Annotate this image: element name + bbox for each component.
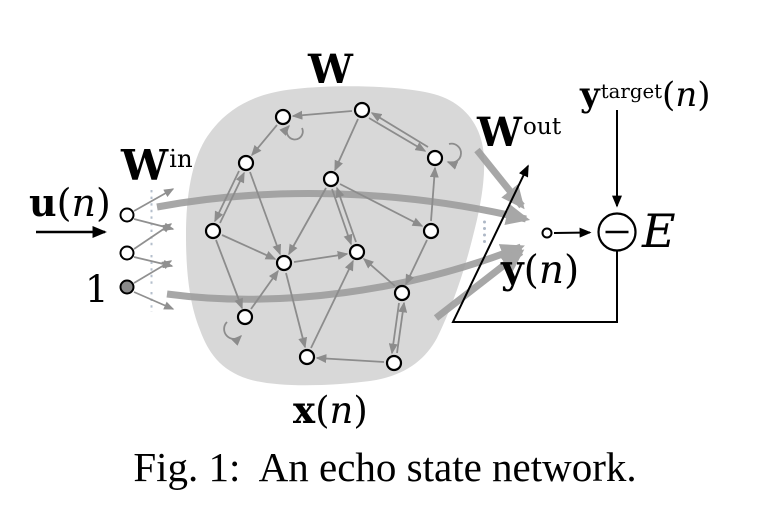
reservoir-node [274,108,292,126]
reservoir-node [353,101,371,119]
readout-arrow-from-reservoir-top [474,147,525,210]
reservoir-node [204,222,222,240]
figure-caption: Fig. 1: An echo state network. [133,444,637,490]
output-section [483,110,637,252]
state-label: x(n) [293,388,368,432]
error-label: E [642,204,676,258]
output-signal-label: y(n) [501,247,580,293]
input-node [119,245,135,261]
reservoir-node [422,222,440,240]
input-section [36,188,175,312]
input-weight-fan [133,188,175,310]
error-feedback-line [451,164,618,323]
target-signal-label: ytarget(n) [580,75,711,115]
output-weights-label: Wout [477,109,562,156]
reservoir-blob [186,86,485,386]
output-ellipsis-dots [483,220,486,243]
bias-label: 1 [85,268,109,311]
reservoir-node [237,154,255,172]
readout-arrow-from-bias [166,243,525,303]
reservoir-node [322,170,340,188]
reservoir-node [426,149,444,167]
reservoir-node [385,354,403,372]
reservoir-nodes [204,101,444,372]
reservoir-weights-label: W [308,46,353,93]
input-symbol: u [29,180,57,225]
reservoir-node [236,308,254,326]
input-weights-label: Win [121,141,193,190]
input-node [119,207,135,223]
bias-node [119,279,135,295]
self-loop [279,124,304,141]
self-loop [446,142,462,170]
reservoir-node [275,254,293,272]
output-node [541,227,553,239]
reservoir-node [393,284,411,302]
self-loop [223,321,243,346]
reservoir-node [348,243,366,261]
input-signal-label: u(n) [29,180,111,225]
output-to-error-arrow [553,227,592,238]
readout-arrow-from-reservoir-bottom [433,249,525,321]
reservoir-node [298,348,316,366]
reservoir-edges [214,110,462,364]
